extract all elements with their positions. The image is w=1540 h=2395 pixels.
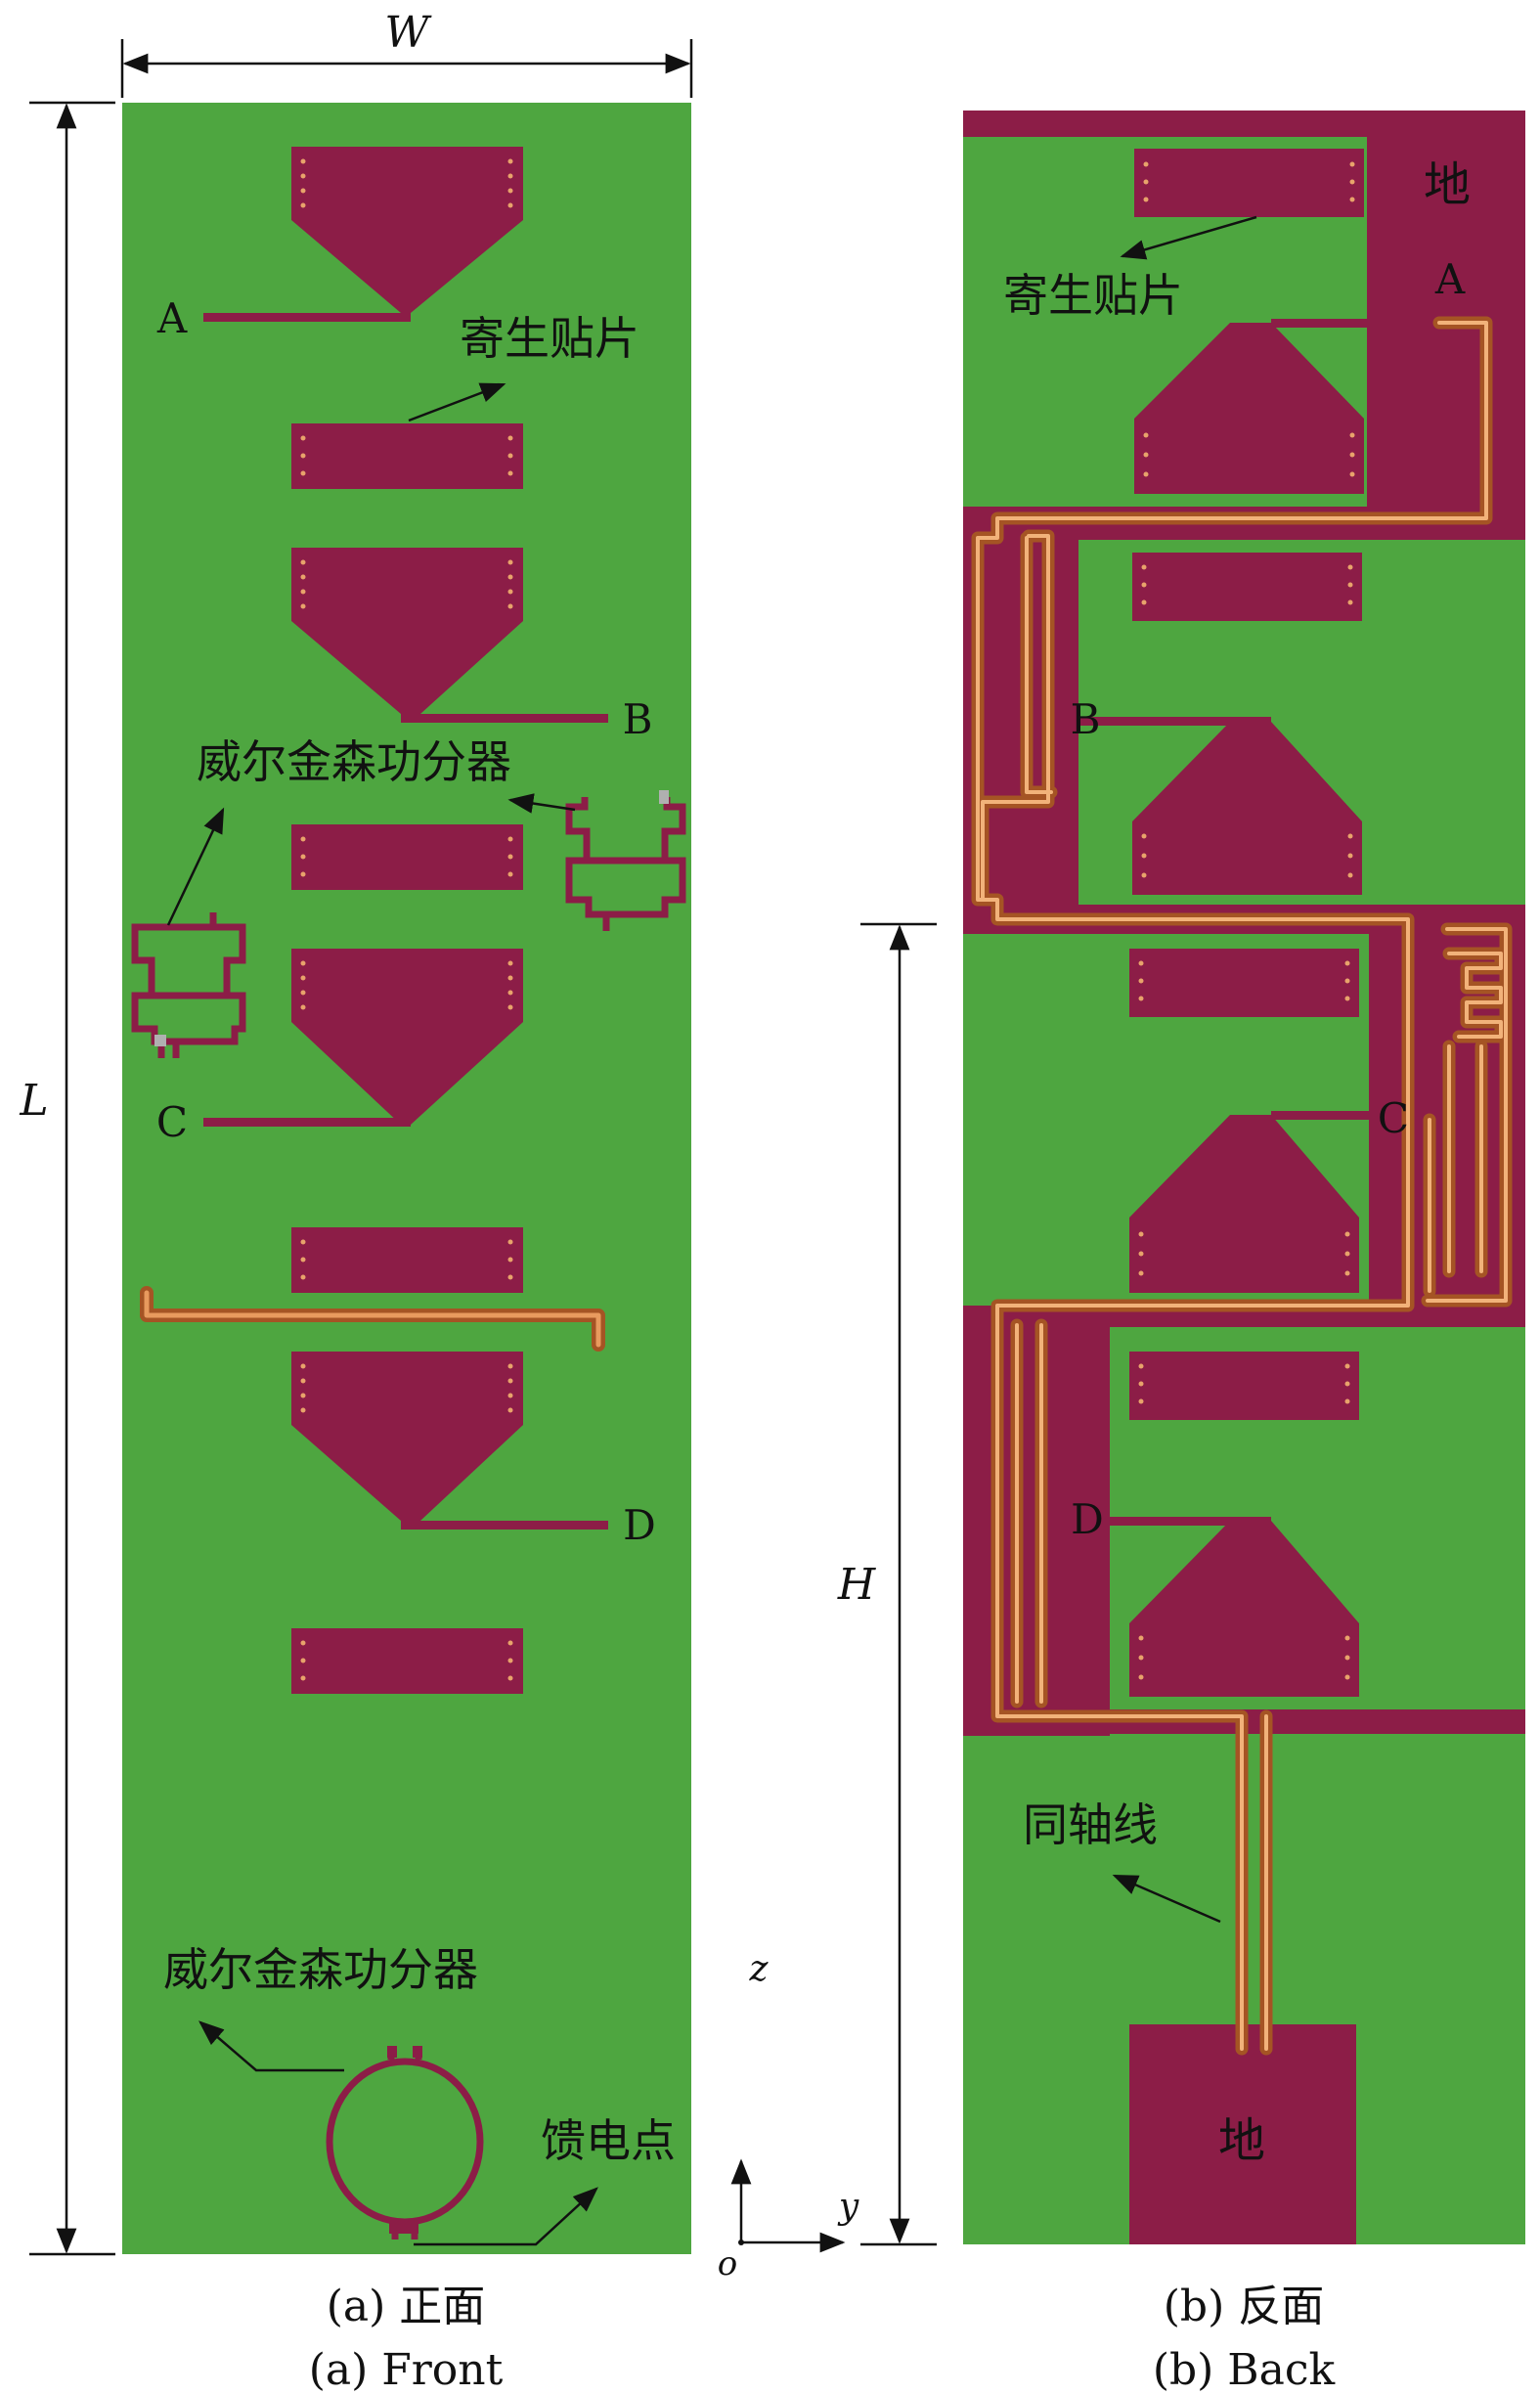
front-caption-en: (a) Front	[309, 2345, 504, 2395]
back-coax-cables	[971, 316, 1513, 2056]
axis-y-label: y	[837, 2187, 859, 2227]
front-feedline-b	[401, 714, 608, 723]
dim-w-label: W	[384, 8, 432, 58]
back-radiating-patches	[1129, 323, 1364, 1697]
front-radiating-patches	[291, 147, 523, 1521]
back-caption-en: (b) Back	[1153, 2345, 1336, 2395]
front-via-dots	[300, 158, 513, 1681]
front-wilkinson-arrow-1b	[507, 793, 576, 814]
axes-origin-dot	[738, 2240, 744, 2245]
front-port-b: B	[623, 695, 653, 743]
axis-origin-label: o	[718, 2244, 737, 2284]
front-wilkinson-label-2: 威尔金森功分器	[163, 1943, 478, 1996]
back-caption-cn: (b) 反面	[1164, 2282, 1324, 2331]
front-dimension-l	[29, 101, 115, 2256]
front-parasitic-label: 寄生贴片	[460, 312, 639, 365]
front-dimension-w	[120, 39, 693, 98]
front-parasitic-arrow	[408, 382, 506, 422]
front-patch-c	[291, 949, 523, 1125]
back-ground-top-label: 地	[1424, 157, 1471, 212]
front-port-c: C	[156, 1098, 188, 1146]
front-wilkinson-divider-right	[565, 797, 686, 931]
back-coax-arrow	[1112, 1874, 1221, 1924]
front-feed-lines	[203, 313, 608, 1530]
front-patch-b	[291, 548, 523, 714]
front-feed-point-label: 馈电点	[541, 2114, 676, 2167]
front-wilkinson-arrow-2	[198, 2020, 344, 2072]
front-feedline-d	[401, 1521, 608, 1530]
front-port-a: A	[156, 294, 188, 342]
front-patch-a	[291, 147, 523, 313]
front-coax-line	[140, 1286, 605, 1352]
front-view	[122, 103, 691, 2254]
back-view	[963, 111, 1525, 2244]
axis-z-label: z	[749, 1949, 770, 1989]
front-wilkinson-arrow-1a	[166, 807, 225, 926]
front-parasitic-patches	[291, 423, 523, 1694]
back-coax-label: 同轴线	[1023, 1798, 1158, 1851]
back-parasitic-patches	[1129, 149, 1364, 1420]
back-port-d: D	[1071, 1495, 1104, 1543]
front-parasitic-2	[291, 824, 523, 890]
back-port-a: A	[1434, 255, 1466, 303]
back-ground-bottom-label: 地	[1218, 2113, 1265, 2168]
front-feed-point-arrow	[414, 2187, 598, 2246]
dim-h-label: H	[837, 1560, 877, 1610]
front-parasitic-3	[291, 1227, 523, 1293]
front-feedline-c	[203, 1118, 411, 1127]
back-feed-lines	[1078, 319, 1369, 1526]
front-wilkinson-label-1: 威尔金森功分器	[197, 735, 511, 788]
coordinate-axes	[730, 2158, 846, 2253]
front-parasitic-1	[291, 423, 523, 489]
back-port-c: C	[1378, 1094, 1409, 1142]
back-ground-bottom	[1129, 2024, 1356, 2244]
front-feedline-a	[203, 313, 411, 322]
back-parasitic-label: 寄生贴片	[1003, 269, 1183, 322]
front-patch-d	[291, 1352, 523, 1521]
back-port-b: B	[1071, 695, 1101, 743]
front-parasitic-4	[291, 1628, 523, 1694]
dim-l-label: L	[19, 1076, 48, 1126]
back-via-dots	[1138, 161, 1355, 1680]
back-parasitic-arrow	[1120, 215, 1257, 260]
front-caption-cn: (a) 正面	[327, 2282, 486, 2331]
front-port-d: D	[623, 1501, 656, 1549]
back-dimension-h	[860, 922, 937, 2246]
